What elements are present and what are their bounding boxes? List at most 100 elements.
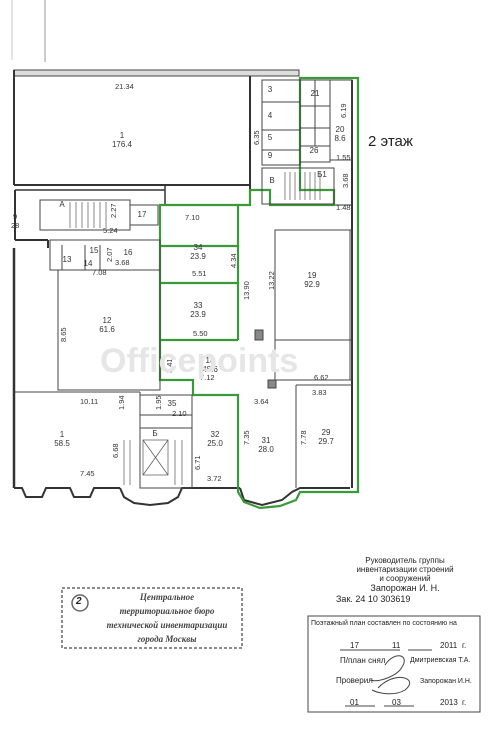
leased-area-contours <box>158 76 360 510</box>
checked-name: Запорожан И.Н. <box>420 678 472 685</box>
dim-7-35: 7.35 <box>242 430 251 445</box>
dim-13-22: 13.22 <box>267 271 276 290</box>
room-number: 1 <box>120 131 125 140</box>
dim-3-72: 3.72 <box>207 474 222 483</box>
signature-line-3: и сооружений <box>379 574 431 583</box>
dim-top-total: 21.34 <box>115 82 134 91</box>
dim-13-90: 13.90 <box>242 281 251 300</box>
dim-6-19: 6.19 <box>339 103 348 118</box>
stamp-text: Центральное территориальное бюро техниче… <box>92 590 242 646</box>
room-number: 26 <box>310 146 319 155</box>
floor-label: 2 этаж <box>368 133 413 150</box>
room-number: 19 <box>308 271 317 280</box>
signature-block: Руководитель группы инвентаризации строе… <box>330 556 480 594</box>
dim-9: 9 <box>13 212 17 221</box>
dim-5-24: 5.24 <box>103 226 118 235</box>
stamp-line-4: города Москвы <box>137 634 197 644</box>
room-number: 3 <box>268 85 273 94</box>
plan-info-box <box>307 615 481 713</box>
room-number: 15 <box>90 246 99 255</box>
room-number: Б <box>152 429 157 438</box>
room-number: 18 <box>206 356 215 365</box>
dim-7-78: 7.78 <box>299 430 308 445</box>
stamp-number: 2 <box>76 596 82 607</box>
room-number: 9 <box>268 151 273 160</box>
dim-1-94: 1.94 <box>117 395 126 410</box>
room-area: 61.6 <box>99 325 115 334</box>
dim-6-35: 6.35 <box>252 130 261 145</box>
plan-day-2: 01 <box>350 698 359 707</box>
room-number: 34 <box>194 243 203 252</box>
room-number: 21 <box>311 89 320 98</box>
room-number: 1 <box>60 430 65 439</box>
dim-3-41: 3.41 <box>165 358 174 373</box>
dim-6-62: 6.62 <box>314 373 329 382</box>
dim-3-68a: 3.68 <box>341 173 350 188</box>
dim-5-51: 5.51 <box>192 269 207 278</box>
dim-28: 28 <box>11 221 19 230</box>
room-number: Б1 <box>317 170 327 179</box>
room-number: 13 <box>63 255 72 264</box>
dim-7-45: 7.45 <box>80 469 95 478</box>
dim-7-08: 7.08 <box>92 268 107 277</box>
outer-walls <box>12 69 353 507</box>
plan-month-1: 11 <box>392 641 401 650</box>
dim-5-50: 5.50 <box>193 329 208 338</box>
room-number: 17 <box>138 210 147 219</box>
room-number: А <box>59 200 65 209</box>
room-area: 28.0 <box>258 445 274 454</box>
room-number: 12 <box>103 316 112 325</box>
room-area: 25.0 <box>207 439 223 448</box>
bti-stamp <box>61 587 243 649</box>
dim-1-95: 1.95 <box>154 395 163 410</box>
plan-year-2-suffix: г. <box>462 698 467 707</box>
room-number: 35 <box>168 399 177 408</box>
signature-line-1: Руководитель группы <box>365 556 445 565</box>
plan-year-1: 2011 <box>440 641 458 650</box>
room-number: 33 <box>194 301 203 310</box>
room-number: 14 <box>84 259 93 268</box>
dim-6-68: 6.68 <box>111 443 120 458</box>
plan-day-1: 17 <box>350 641 359 650</box>
order-number: Зак. 24 10 303619 <box>336 594 411 604</box>
dim-7-10: 7.10 <box>185 213 200 222</box>
dim-2-07: 2.07 <box>105 247 114 262</box>
plan-box-title: Поэтажный план составлен по состоянию на <box>311 620 457 627</box>
room-area: 29.7 <box>318 437 334 446</box>
room-number: 20 <box>336 125 345 134</box>
dim-3-68b: 3.68 <box>115 258 130 267</box>
plan-year-2: 2013 <box>440 698 458 707</box>
dim-2-10: 2.10 <box>172 409 187 418</box>
room-area: 92.9 <box>304 280 320 289</box>
dim-1-48: 1.48 <box>336 203 351 212</box>
plan-month-2: 03 <box>392 698 401 707</box>
dim-4-34: 4.34 <box>229 253 238 268</box>
prepared-label: П/план снял <box>340 656 386 665</box>
dim-1-55: 1.55 <box>336 153 351 162</box>
stamp-line-2: территориальное бюро <box>119 606 215 616</box>
checked-label: Проверил <box>336 676 373 685</box>
room-number: В <box>269 176 274 185</box>
signature-name: Запорожан И. Н. <box>370 583 440 593</box>
room-area: 176.4 <box>112 140 133 149</box>
room-number: 5 <box>268 133 273 142</box>
room-area: 23.9 <box>190 252 206 261</box>
prepared-name: Дмитриевская Т.А. <box>410 657 471 664</box>
dim-3-83: 3.83 <box>312 388 327 397</box>
dim-6-71: 6.71 <box>193 455 202 470</box>
stamp-line-1: Центральное <box>139 592 195 602</box>
dim-10-11: 10.11 <box>80 397 98 406</box>
room-area: 8.6 <box>334 134 346 143</box>
room-number: 31 <box>262 436 271 445</box>
room-number: 32 <box>211 430 220 439</box>
dim-3-64: 3.64 <box>254 397 269 406</box>
dim-7-12: 7.12 <box>200 373 215 382</box>
dim-2-27: 2.27 <box>109 203 118 218</box>
watermark: Officepoints <box>100 342 298 380</box>
signature-line-2: инвентаризации строений <box>356 565 454 574</box>
room-number: 29 <box>322 428 331 437</box>
room-area: 58.5 <box>54 439 70 448</box>
stamp-line-3: технической инвентаризации <box>106 620 228 630</box>
